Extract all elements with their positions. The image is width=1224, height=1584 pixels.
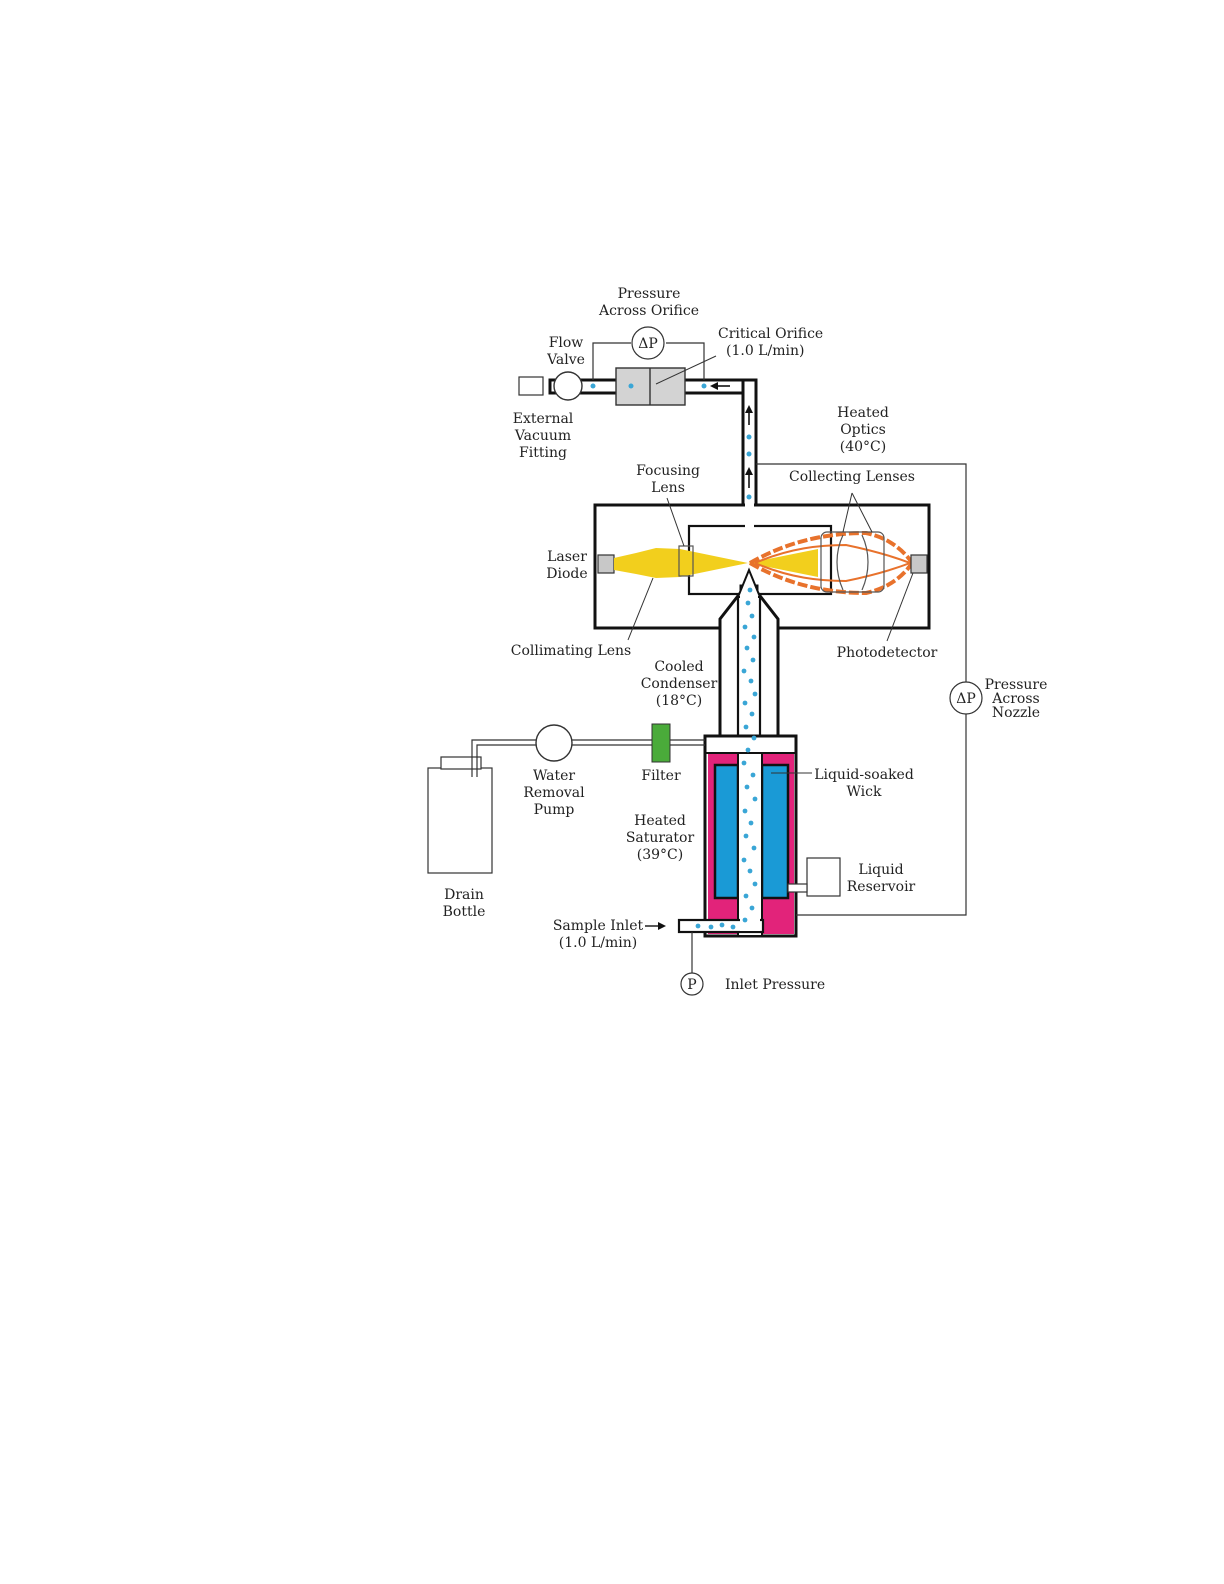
label-cooled-condenser: Cooled Condenser (18°C) bbox=[641, 659, 718, 709]
label-focusing-lens: Focusing Lens bbox=[636, 463, 700, 496]
svg-text:(1.0 L/min): (1.0 L/min) bbox=[559, 935, 637, 951]
liquid-reservoir bbox=[787, 857, 841, 897]
label-collecting-lenses: Collecting Lenses bbox=[789, 469, 915, 485]
label-heated-saturator: Heated Saturator (39°C) bbox=[626, 813, 695, 863]
svg-text:Focusing: Focusing bbox=[636, 463, 700, 479]
svg-text:(39°C): (39°C) bbox=[637, 847, 683, 863]
svg-text:Heated: Heated bbox=[837, 405, 889, 421]
svg-text:Water: Water bbox=[533, 768, 575, 784]
inlet-pressure-gauge: P bbox=[680, 932, 704, 996]
svg-text:(18°C): (18°C) bbox=[656, 693, 702, 709]
external-vacuum-fitting bbox=[518, 376, 544, 396]
svg-text:Valve: Valve bbox=[546, 352, 585, 368]
label-collimating-lens: Collimating Lens bbox=[511, 643, 632, 659]
svg-text:Laser: Laser bbox=[547, 549, 587, 565]
svg-text:Condenser: Condenser bbox=[641, 676, 718, 692]
svg-text:Sample Inlet: Sample Inlet bbox=[553, 918, 644, 934]
collecting-lenses bbox=[820, 492, 885, 593]
label-inlet-pressure: Inlet Pressure bbox=[725, 977, 825, 993]
particles-condenser bbox=[695, 587, 758, 930]
water-removal-pump bbox=[535, 724, 573, 762]
flow-arrows bbox=[710, 382, 753, 488]
inlet-p-symbol: P bbox=[687, 977, 696, 993]
label-laser-diode: Laser Diode bbox=[546, 549, 587, 582]
label-pressure-across-orifice: Pressure Across Orifice bbox=[598, 286, 699, 319]
svg-text:Cooled: Cooled bbox=[654, 659, 703, 675]
flow-valve bbox=[553, 371, 583, 401]
svg-text:Across Orifice: Across Orifice bbox=[598, 303, 699, 319]
svg-text:External: External bbox=[513, 411, 574, 427]
heated-saturator bbox=[703, 734, 798, 938]
svg-text:Pressure: Pressure bbox=[618, 286, 681, 302]
svg-text:Pressure: Pressure bbox=[985, 677, 1048, 693]
svg-text:(1.0 L/min): (1.0 L/min) bbox=[726, 343, 804, 359]
svg-text:Liquid-soaked: Liquid-soaked bbox=[814, 767, 914, 783]
svg-text:Fitting: Fitting bbox=[519, 445, 567, 461]
heated-optics-line bbox=[756, 463, 967, 683]
label-drain-bottle: Drain Bottle bbox=[443, 887, 486, 920]
drain-bottle bbox=[427, 756, 493, 874]
svg-text:Saturator: Saturator bbox=[626, 830, 695, 846]
critical-orifice bbox=[615, 367, 686, 406]
svg-text:Heated: Heated bbox=[634, 813, 686, 829]
label-sample-inlet: Sample Inlet (1.0 L/min) bbox=[553, 918, 644, 951]
label-filter: Filter bbox=[641, 768, 681, 784]
delta-p-orifice-symbol: ΔP bbox=[638, 336, 658, 352]
label-flow-valve: Flow Valve bbox=[546, 335, 585, 368]
svg-text:Diode: Diode bbox=[546, 566, 587, 582]
focusing-lens-leader bbox=[666, 497, 685, 547]
label-pressure-across-nozzle: Pressure Across Nozzle bbox=[985, 677, 1048, 721]
svg-text:(40°C): (40°C) bbox=[840, 439, 886, 455]
filter bbox=[651, 723, 671, 763]
svg-text:Lens: Lens bbox=[651, 480, 685, 496]
collimating-lens-leader bbox=[627, 577, 654, 641]
svg-text:Drain: Drain bbox=[444, 887, 484, 903]
nozzle-pressure-line: ΔP bbox=[796, 681, 983, 916]
svg-text:Reservoir: Reservoir bbox=[847, 879, 916, 895]
svg-text:Nozzle: Nozzle bbox=[992, 705, 1040, 721]
label-critical-orifice: Critical Orifice (1.0 L/min) bbox=[718, 326, 823, 359]
label-heated-optics: Heated Optics (40°C) bbox=[837, 405, 889, 455]
label-water-removal-pump: Water Removal Pump bbox=[523, 768, 585, 818]
svg-text:Optics: Optics bbox=[840, 422, 886, 438]
label-liquid-reservoir: Liquid Reservoir bbox=[847, 862, 916, 895]
delta-p-nozzle-symbol: ΔP bbox=[956, 691, 976, 707]
laser-beam bbox=[614, 548, 818, 578]
svg-text:Liquid: Liquid bbox=[858, 862, 903, 878]
sample-inlet-arrow bbox=[645, 922, 666, 930]
photodetector bbox=[886, 554, 928, 642]
label-liquid-soaked-wick: Liquid-soaked Wick bbox=[814, 767, 914, 800]
label-photodetector: Photodetector bbox=[837, 645, 938, 661]
svg-text:Flow: Flow bbox=[549, 335, 584, 351]
scattered-light bbox=[749, 530, 914, 596]
laser-diode bbox=[597, 554, 615, 574]
orifice-pressure-gauge: ΔP bbox=[592, 326, 717, 385]
svg-text:Wick: Wick bbox=[847, 784, 882, 800]
svg-text:Pump: Pump bbox=[534, 802, 575, 818]
svg-text:Vacuum: Vacuum bbox=[514, 428, 571, 444]
svg-text:Critical Orifice: Critical Orifice bbox=[718, 326, 823, 342]
svg-text:Removal: Removal bbox=[523, 785, 585, 801]
focusing-lens bbox=[678, 545, 694, 577]
svg-text:Across: Across bbox=[991, 691, 1039, 707]
label-external-vacuum-fitting: External Vacuum Fitting bbox=[513, 411, 574, 461]
svg-text:Bottle: Bottle bbox=[443, 904, 486, 920]
